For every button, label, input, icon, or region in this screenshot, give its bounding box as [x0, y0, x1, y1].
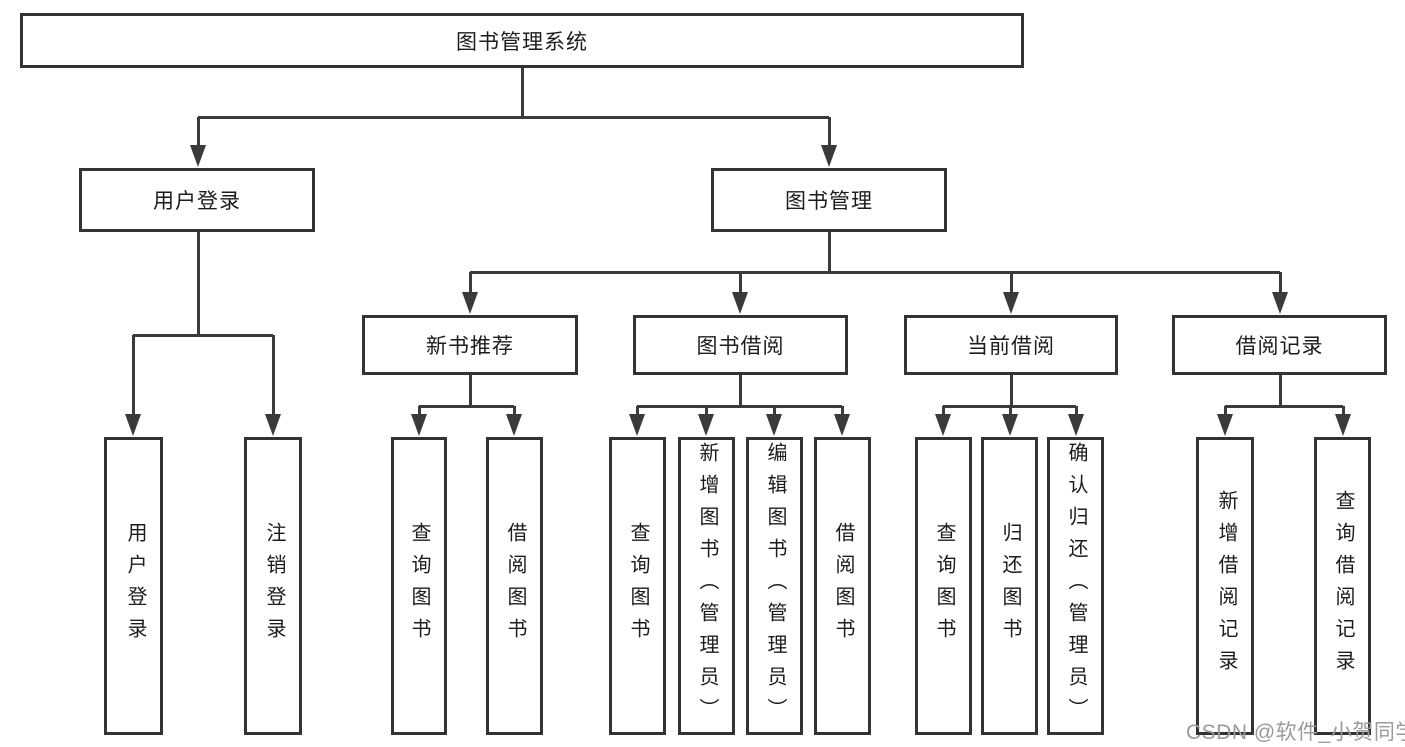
connector-line — [704, 406, 708, 416]
connector-line — [772, 406, 776, 416]
node-user-login: 用户登录 — [79, 168, 315, 232]
connector-line — [738, 375, 742, 406]
arrowhead-down-icon — [1002, 414, 1018, 436]
connector-line — [512, 406, 516, 416]
connector-line — [417, 406, 421, 416]
watermark: CSDN @软件_小贺同学 — [1186, 721, 1405, 744]
arrowhead-down-icon — [766, 414, 782, 436]
arrowhead-down-icon — [935, 414, 951, 436]
node-leaf-edit-books-admin: 编辑图书（管理员） — [746, 437, 803, 735]
connector-line — [637, 404, 842, 408]
connector-line — [520, 68, 524, 117]
node-book-borrowing: 图书借阅 — [633, 315, 848, 375]
arrowhead-down-icon — [190, 145, 206, 167]
arrowhead-down-icon — [1335, 414, 1351, 436]
connector-line — [1278, 272, 1282, 294]
node-leaf-return-books: 归还图书 — [981, 437, 1038, 735]
arrowhead-down-icon — [411, 414, 427, 436]
arrowhead-down-icon — [834, 414, 850, 436]
node-leaf-confirm-return-admin: 确认归还（管理员） — [1047, 437, 1104, 735]
connector-line — [1009, 375, 1013, 406]
node-current-borrowing: 当前借阅 — [904, 315, 1118, 375]
arrowhead-down-icon — [1272, 292, 1288, 314]
connector-line — [635, 406, 639, 416]
connector-line — [419, 404, 514, 408]
connector-line — [827, 232, 831, 272]
connector-line — [941, 406, 945, 416]
node-root: 图书管理系统 — [20, 13, 1024, 68]
arrowhead-down-icon — [698, 414, 714, 436]
connector-line — [738, 272, 742, 294]
connector-line — [1341, 406, 1345, 416]
connector-line — [1008, 406, 1012, 416]
node-leaf-logout: 注销登录 — [244, 437, 302, 735]
arrowhead-down-icon — [125, 414, 141, 436]
connector-line — [198, 115, 829, 119]
arrowhead-down-icon — [1217, 414, 1233, 436]
node-leaf-query-borrow-record: 查询借阅记录 — [1314, 437, 1371, 735]
node-leaf-query-books-current: 查询图书 — [915, 437, 972, 735]
connector-line — [840, 406, 844, 416]
connector-line — [271, 335, 275, 416]
node-borrowing-records: 借阅记录 — [1172, 315, 1387, 375]
connector-line — [1278, 375, 1282, 406]
connector-line — [1225, 404, 1343, 408]
node-leaf-query-books-recommend: 查询图书 — [391, 437, 447, 735]
node-leaf-query-books-borrowing: 查询图书 — [609, 437, 666, 735]
arrowhead-down-icon — [732, 292, 748, 314]
node-leaf-user-login: 用户登录 — [104, 437, 163, 735]
connector-line — [1223, 406, 1227, 416]
node-leaf-borrow-books-recommend: 借阅图书 — [486, 437, 543, 735]
arrowhead-down-icon — [1068, 414, 1084, 436]
connector-line — [1074, 406, 1078, 416]
arrowhead-down-icon — [1003, 292, 1019, 314]
connector-line — [470, 270, 1280, 274]
node-new-book-recommendation: 新书推荐 — [362, 315, 578, 375]
connector-line — [827, 117, 831, 149]
arrowhead-down-icon — [265, 414, 281, 436]
connector-line — [1009, 272, 1013, 294]
connector-line — [196, 232, 200, 335]
connector-line — [196, 117, 200, 149]
arrowhead-down-icon — [821, 145, 837, 167]
connector-line — [468, 375, 472, 406]
connector-line — [131, 335, 135, 416]
connector-line — [133, 333, 273, 337]
connector-line — [468, 272, 472, 294]
node-book-management: 图书管理 — [711, 168, 947, 232]
node-leaf-add-borrow-record: 新增借阅记录 — [1196, 437, 1254, 735]
arrowhead-down-icon — [506, 414, 522, 436]
node-leaf-borrow-books-borrowing: 借阅图书 — [814, 437, 871, 735]
arrowhead-down-icon — [629, 414, 645, 436]
node-leaf-add-books-admin: 新增图书（管理员） — [678, 437, 735, 735]
arrowhead-down-icon — [462, 292, 478, 314]
